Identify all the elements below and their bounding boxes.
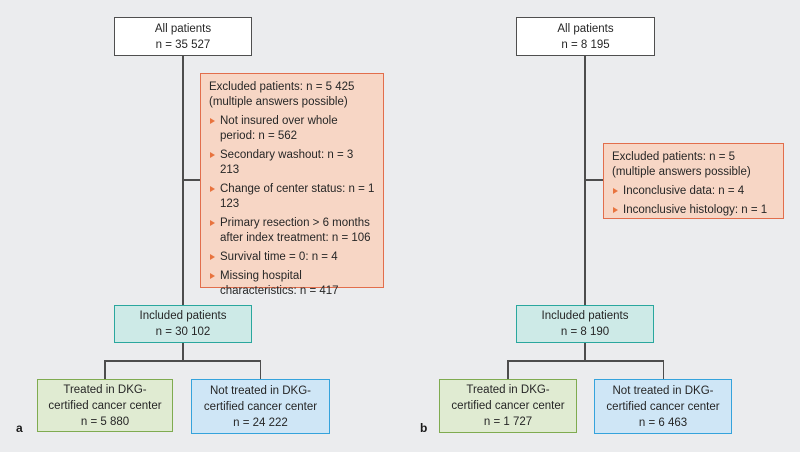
included-patients-box-a: Included patients n = 30 102 [114, 305, 252, 343]
connector-line [507, 360, 664, 362]
not-treated-line2: certified cancer center [203, 400, 318, 413]
bullet-triangle-icon [210, 118, 215, 124]
bullet-triangle-icon [210, 220, 215, 226]
not-treated-line2: certified cancer center [606, 400, 720, 413]
all-patients-count: n = 35 527 [155, 38, 211, 51]
excluded-item-text: Inconclusive data: n = 4 [623, 185, 745, 197]
not-treated-count: n = 24 222 [233, 416, 288, 429]
included-count: n = 30 102 [155, 326, 211, 338]
excluded-item: Inconclusive data: n = 4 [612, 184, 775, 199]
all-patients-title: All patients [557, 22, 614, 35]
treated-line1: Treated in DKG- [63, 383, 147, 396]
excluded-item: Inconclusive histology: n = 1 [612, 203, 775, 218]
treated-dkg-box-b: Treated in DKG- certified cancer center … [439, 379, 577, 433]
connector-line [584, 56, 586, 305]
connector-line [104, 360, 106, 379]
connector-line [662, 360, 664, 379]
excluded-title: Excluded patients: n = 5 425 [209, 81, 355, 93]
excluded-item-text: Change of center status: n = 1 123 [220, 183, 375, 210]
treated-line1: Treated in DKG- [466, 384, 550, 396]
not-treated-dkg-box-b: Not treated in DKG- certified cancer cen… [594, 379, 732, 434]
all-patients-count: n = 8 195 [561, 38, 610, 51]
excluded-subtitle: (multiple answers possible) [209, 96, 348, 108]
included-patients-box-b: Included patients n = 8 190 [516, 305, 654, 343]
not-treated-count: n = 6 463 [638, 416, 688, 429]
excluded-item: Survival time = 0: n = 4 [209, 250, 375, 265]
connector-line [183, 179, 200, 181]
treated-dkg-box-a: Treated in DKG- certified cancer center … [37, 379, 173, 432]
included-title: Included patients [541, 310, 629, 322]
excluded-item: Change of center status: n = 1 123 [209, 182, 375, 212]
connector-line [584, 343, 586, 361]
all-patients-box-b: All patients n = 8 195 [516, 17, 655, 56]
excluded-title: Excluded patients: n = 5 [612, 151, 736, 163]
excluded-item-text: Primary resection > 6 months after index… [220, 217, 371, 244]
connector-line [182, 56, 184, 305]
connector-line [507, 360, 509, 379]
bullet-triangle-icon [210, 152, 215, 158]
bullet-triangle-icon [210, 186, 215, 192]
treated-count: n = 1 727 [483, 416, 533, 428]
included-count: n = 8 190 [560, 326, 610, 338]
excluded-patients-box-b: Excluded patients: n = 5 (multiple answe… [603, 143, 784, 219]
all-patients-box-a: All patients n = 35 527 [114, 17, 252, 56]
treated-count: n = 5 880 [80, 415, 130, 428]
excluded-item-text: Not insured over whole period: n = 562 [220, 115, 338, 142]
bullet-triangle-icon [210, 273, 215, 279]
excluded-item-text: Survival time = 0: n = 4 [220, 251, 338, 263]
excluded-subtitle: (multiple answers possible) [612, 166, 751, 178]
excluded-item-text: Missing hospital characteristics: n = 41… [220, 270, 339, 297]
not-treated-line1: Not treated in DKG- [210, 384, 311, 397]
bullet-triangle-icon [613, 207, 618, 213]
connector-line [182, 343, 184, 361]
connector-line [104, 360, 261, 362]
excluded-item: Missing hospital characteristics: n = 41… [209, 269, 375, 299]
connector-line [585, 179, 603, 181]
not-treated-dkg-box-a: Not treated in DKG- certified cancer cen… [191, 379, 330, 434]
excluded-item: Not insured over whole period: n = 562 [209, 114, 375, 144]
panel-label-b: b [420, 421, 428, 435]
bullet-triangle-icon [613, 188, 618, 194]
connector-line [259, 360, 261, 379]
panel-label-a: a [16, 421, 23, 435]
excluded-patients-box-a: Excluded patients: n = 5 425 (multiple a… [200, 73, 384, 297]
included-title: Included patients [139, 310, 227, 322]
excluded-item-text: Inconclusive histology: n = 1 [623, 204, 768, 216]
excluded-item: Secondary washout: n = 3 213 [209, 148, 375, 178]
not-treated-line1: Not treated in DKG- [612, 384, 714, 397]
excluded-item: Primary resection > 6 months after index… [209, 216, 375, 246]
treated-line2: certified cancer center [451, 400, 565, 412]
excluded-item-text: Secondary washout: n = 3 213 [220, 149, 354, 176]
all-patients-title: All patients [154, 22, 212, 35]
bullet-triangle-icon [210, 254, 215, 260]
treated-line2: certified cancer center [48, 399, 162, 412]
